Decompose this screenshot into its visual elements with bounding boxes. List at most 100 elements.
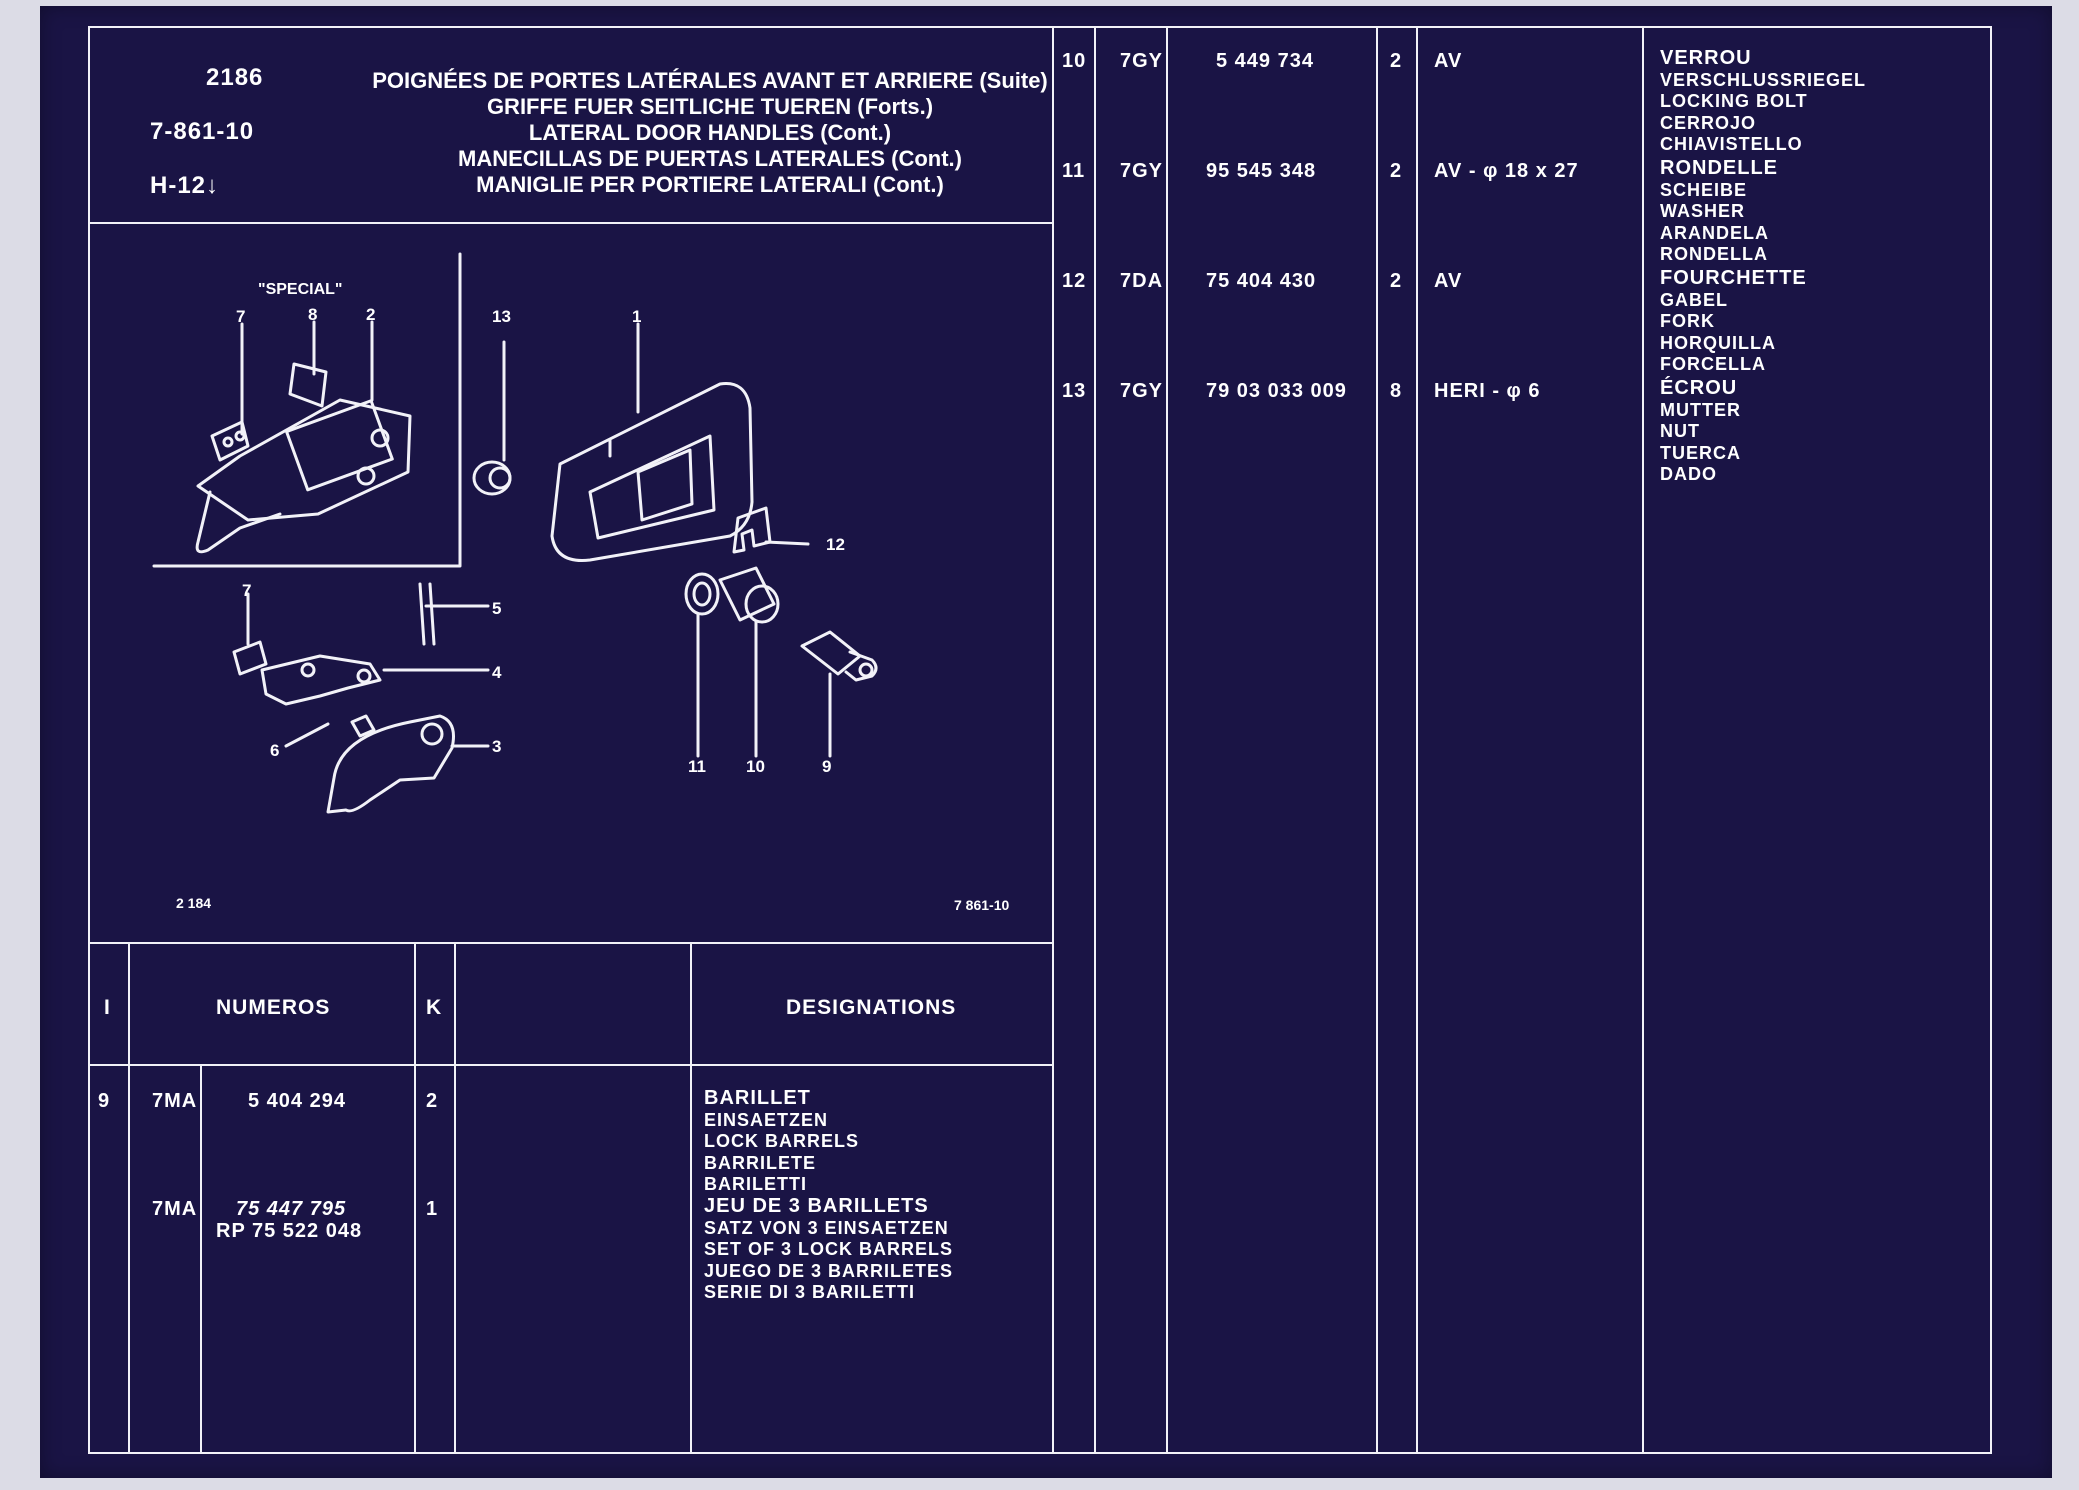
right-row-1-index: 10 bbox=[1062, 50, 1087, 72]
callout-4: 4 bbox=[492, 663, 502, 682]
title-it: MANIGLIE PER PORTIERE LATERALI (Cont.) bbox=[476, 172, 944, 197]
right-row-2-number: 95 545 348 bbox=[1206, 160, 1317, 182]
right-row-3-name-de: GABEL bbox=[1660, 289, 1728, 310]
rcol-sep-index bbox=[1094, 26, 1096, 1454]
left-row-1-name-it: BARILETTI bbox=[704, 1174, 807, 1194]
parts-catalog-sheet: 2186 7-861-10 H-12↓ POIGNÉES DE PORTES L… bbox=[40, 6, 2052, 1478]
fork-icon bbox=[732, 506, 772, 554]
right-row-3-index: 12 bbox=[1062, 270, 1087, 292]
right-row-1-name-en: LOCKING BOLT bbox=[1660, 91, 1808, 111]
col-sep-remark bbox=[690, 942, 692, 1454]
col-head-designations: DESIGNATIONS bbox=[786, 996, 957, 1019]
right-row-2-index: 11 bbox=[1062, 160, 1086, 182]
left-row-1-index: 9 bbox=[98, 1090, 111, 1112]
right-row-3-qty: 2 bbox=[1390, 270, 1403, 292]
right-row-1-code: 7GY bbox=[1120, 50, 1164, 72]
left-row-1-code: 7MA bbox=[152, 1090, 198, 1112]
title-fr: POIGNÉES DE PORTES LATÉRALES AVANT ET AR… bbox=[372, 68, 1048, 93]
column-head-rule bbox=[88, 1064, 1054, 1066]
spring-icon bbox=[350, 714, 376, 738]
col-head-index: I bbox=[104, 996, 111, 1019]
left-row-1-name-en: LOCK BARRELS bbox=[704, 1131, 859, 1151]
title-es: MANECILLAS DE PUERTAS LATERALES (Cont.) bbox=[458, 146, 962, 171]
right-row-1-qty: 2 bbox=[1390, 50, 1403, 72]
left-row-2-name-it: SERIE DI 3 BARILETTI bbox=[704, 1282, 916, 1302]
rcol-sep-code bbox=[1166, 26, 1168, 1454]
callout-7-bottom: 7 bbox=[242, 581, 251, 600]
left-row-2-designation: JEU DE 3 BARILLETS SATZ VON 3 EINSAETZEN… bbox=[704, 1195, 954, 1304]
locking-bolt-icon bbox=[718, 566, 780, 624]
h-code: H-12↓ bbox=[150, 172, 220, 199]
right-row-1-name-de: VERSCHLUSSRIEGEL bbox=[1660, 69, 1867, 90]
callout-8: 8 bbox=[308, 305, 317, 324]
right-row-2-name-en: WASHER bbox=[1660, 201, 1746, 221]
diagram-right-ref: 7 861-10 bbox=[954, 897, 1009, 913]
col-sep-qty bbox=[454, 942, 456, 1454]
right-row-3-code: 7DA bbox=[1120, 270, 1164, 292]
right-row-1-name-es: CERROJO bbox=[1660, 112, 1757, 133]
special-handle-assembly-icon bbox=[195, 362, 412, 554]
right-row-1-remark: AV bbox=[1434, 50, 1463, 72]
col-sep-code bbox=[200, 1064, 202, 1454]
title-de: GRIFFE FUER SEITLICHE TUEREN (Forts.) bbox=[486, 94, 934, 119]
left-row-1-name-es: BARRILETE bbox=[704, 1152, 816, 1173]
left-row-2-name-fr: JEU DE 3 BARILLETS bbox=[704, 1195, 929, 1217]
right-row-3-number: 75 404 430 bbox=[1206, 270, 1317, 292]
right-row-3-designation: FOURCHETTE GABEL FORK HORQUILLA FORCELLA bbox=[1660, 267, 1807, 376]
right-row-2-remark: AV - φ 18 x 27 bbox=[1434, 160, 1579, 182]
rcol-sep-qty bbox=[1416, 26, 1418, 1454]
door-handle-icon bbox=[550, 382, 754, 562]
header-bottom-rule bbox=[88, 222, 1054, 224]
diagram-left-ref: 2 184 bbox=[176, 895, 211, 911]
right-row-2-designation: RONDELLE SCHEIBE WASHER ARANDELA RONDELL… bbox=[1660, 157, 1778, 266]
callout-13: 13 bbox=[492, 307, 511, 326]
callout-1: 1 bbox=[632, 307, 641, 326]
ref-code: 7-861-10 bbox=[150, 118, 255, 145]
title-en: LATERAL DOOR HANDLES (Cont.) bbox=[528, 120, 892, 145]
callout-3: 3 bbox=[492, 737, 501, 756]
frame-left bbox=[88, 26, 90, 1454]
right-row-3-name-it: FORCELLA bbox=[1660, 354, 1766, 374]
right-row-1-name-it: CHIAVISTELLO bbox=[1660, 134, 1803, 154]
right-row-2-name-es: ARANDELA bbox=[1660, 222, 1769, 243]
washer-icon bbox=[684, 572, 720, 616]
left-row-1-designation: BARILLET EINSAETZEN LOCK BARRELS BARRILE… bbox=[704, 1087, 859, 1196]
col-head-numbers: NUMEROS bbox=[216, 996, 331, 1019]
exploded-parts-diagram: "SPECIAL" 7 8 2 13 1 12 7 5 4 6 3 11 10 … bbox=[152, 252, 1009, 913]
left-row-1-qty: 2 bbox=[426, 1090, 439, 1112]
right-row-4-index: 13 bbox=[1062, 380, 1087, 402]
callout-9: 9 bbox=[822, 757, 831, 776]
right-row-3-name-en: FORK bbox=[1660, 311, 1715, 331]
col-sep-index bbox=[128, 942, 130, 1454]
frame-right bbox=[1990, 26, 1992, 1454]
right-row-3-name-es: HORQUILLA bbox=[1660, 332, 1776, 353]
right-row-2-name-it: RONDELLA bbox=[1660, 244, 1768, 264]
right-row-4-designation: ÉCROU MUTTER NUT TUERCA DADO bbox=[1660, 377, 1741, 486]
right-row-3-remark: AV bbox=[1434, 270, 1463, 292]
callout-6: 6 bbox=[270, 741, 279, 760]
special-inset-frame bbox=[152, 252, 462, 568]
right-row-4-qty: 8 bbox=[1390, 380, 1403, 402]
right-row-4-name-es: TUERCA bbox=[1660, 442, 1741, 463]
right-row-1-designation: VERROU VERSCHLUSSRIEGEL LOCKING BOLT CER… bbox=[1660, 47, 1867, 156]
group-code: 2186 bbox=[206, 64, 264, 91]
callout-2: 2 bbox=[366, 305, 375, 324]
left-row-1-name-de: EINSAETZEN bbox=[704, 1109, 829, 1130]
special-label: "SPECIAL" bbox=[258, 281, 343, 298]
lower-handle-icon bbox=[326, 714, 455, 814]
callout-12: 12 bbox=[826, 535, 845, 554]
callout-10: 10 bbox=[746, 757, 765, 776]
nut-icon bbox=[472, 460, 512, 496]
frame-top bbox=[88, 26, 1992, 28]
right-row-2-qty: 2 bbox=[1390, 160, 1403, 182]
left-row-1-number: 5 404 294 bbox=[248, 1090, 346, 1112]
left-row-2-code: 7MA bbox=[152, 1198, 198, 1220]
right-row-4-name-fr: ÉCROU bbox=[1660, 377, 1738, 399]
right-row-1-name-fr: VERROU bbox=[1660, 47, 1752, 69]
plate-icon bbox=[232, 640, 268, 676]
diagram-bottom-rule bbox=[88, 942, 1054, 944]
left-row-2-name-es: JUEGO DE 3 BARRILETES bbox=[704, 1260, 954, 1281]
frame-bottom bbox=[88, 1452, 1992, 1454]
right-row-4-remark: HERI - φ 6 bbox=[1434, 380, 1541, 402]
left-row-1-name-fr: BARILLET bbox=[704, 1087, 811, 1109]
